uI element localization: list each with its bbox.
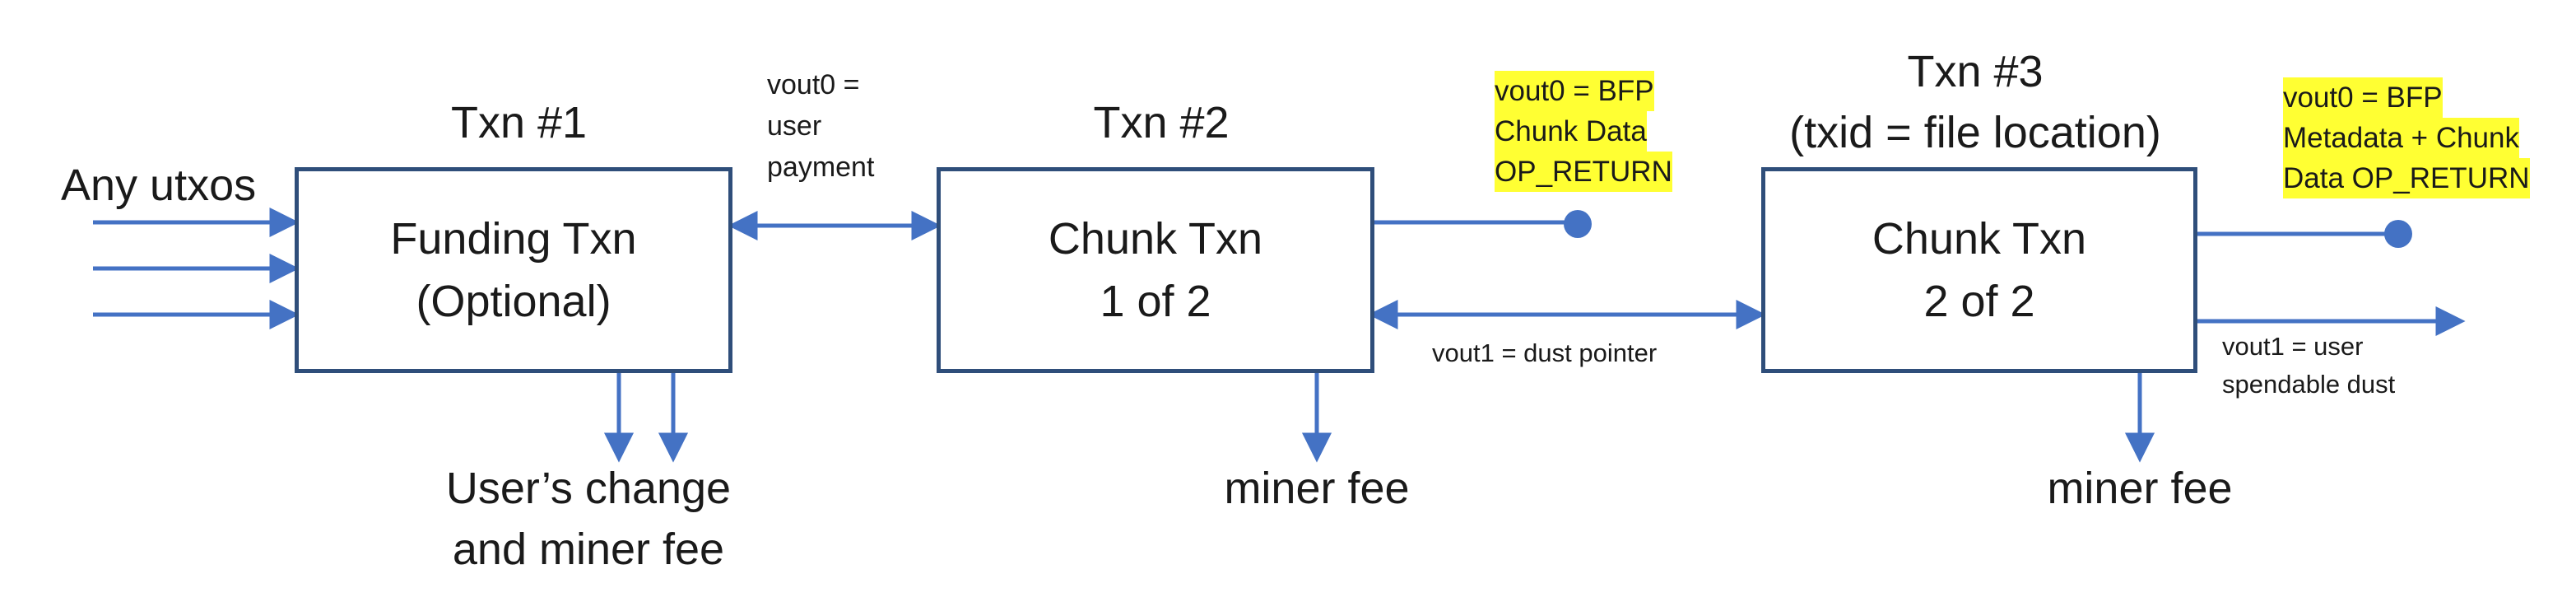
txn2-box-line-1: Chunk Txn [1048, 214, 1263, 264]
txn3-fee-label: miner fee [2047, 464, 2233, 513]
txn2-vout0-label: vout0 = BFP Chunk Data OP_RETURN [1495, 71, 1672, 192]
txn2-vout0-line-2: Chunk Data [1495, 111, 1647, 152]
txn2-fee-arrow [1301, 372, 1332, 463]
txn1-box-line-2: (Optional) [416, 277, 611, 326]
link12-label-line-3: payment [767, 152, 875, 183]
txn1-title: Txn #1 [451, 98, 588, 147]
txn1-box-line-1: Funding Txn [390, 214, 637, 264]
link12-label-line-1: vout0 = [767, 69, 860, 100]
txn2-title: Txn #2 [1093, 98, 1230, 147]
txn3-vout1-label: vout1 = user spendable dust [2222, 328, 2395, 404]
txn3-vout0-line-3: Data OP_RETURN [2283, 158, 2530, 198]
txn3-title-line-2: (txid = file location) [1789, 108, 2161, 157]
arrow-txn1-txn2 [728, 210, 942, 241]
txn3-vout0-output [2195, 220, 2412, 248]
inputs-label: Any utxos [61, 161, 257, 210]
txn2-vout0-line-1: vout0 = BFP [1495, 71, 1654, 111]
txn2-fee-label: miner fee [1224, 464, 1410, 513]
txn1-box: Funding Txn (Optional) [295, 167, 732, 373]
txn1-output-line-2: and miner fee [452, 525, 725, 574]
link12-label: vout0 = user payment [767, 64, 874, 188]
input-arrows [93, 207, 300, 330]
link23-label: vout1 = dust pointer [1432, 338, 1658, 367]
txn3-box-line-1: Chunk Txn [1872, 214, 2087, 264]
txn3-vout1-line-2: spendable dust [2222, 370, 2396, 399]
txn2-vout0-line-3: OP_RETURN [1495, 152, 1672, 192]
arrows-txn1-change [603, 372, 689, 463]
txn2-box: Chunk Txn 1 of 2 [937, 167, 1374, 373]
txn3-box: Chunk Txn 2 of 2 [1761, 167, 2197, 373]
txn3-vout0-line-2: Metadata + Chunk [2283, 118, 2519, 158]
txn3-vout0-line-1: vout0 = BFP [2283, 77, 2443, 118]
txn3-fee-arrow [2124, 372, 2155, 463]
txn3-vout0-label: vout0 = BFP Metadata + Chunk Data OP_RET… [2283, 77, 2530, 198]
txn3-vout1-arrow [2195, 306, 2466, 337]
link12-label-line-2: user [767, 110, 822, 142]
arrow-txn2-txn3 [1368, 299, 1766, 330]
txn3-box-line-2: 2 of 2 [1923, 277, 2035, 326]
txn1-output-line-1: User’s change [445, 464, 732, 513]
txn3-vout1-line-1: vout1 = user [2222, 332, 2364, 361]
txn1-output-label: User’s change and miner fee [412, 458, 765, 580]
txn3-title-line-1: Txn #3 [1907, 47, 2044, 96]
txn3-title: Txn #3 (txid = file location) [1753, 41, 2197, 163]
txn2-box-line-2: 1 of 2 [1100, 277, 1211, 326]
txn2-vout0-output [1373, 210, 1592, 238]
